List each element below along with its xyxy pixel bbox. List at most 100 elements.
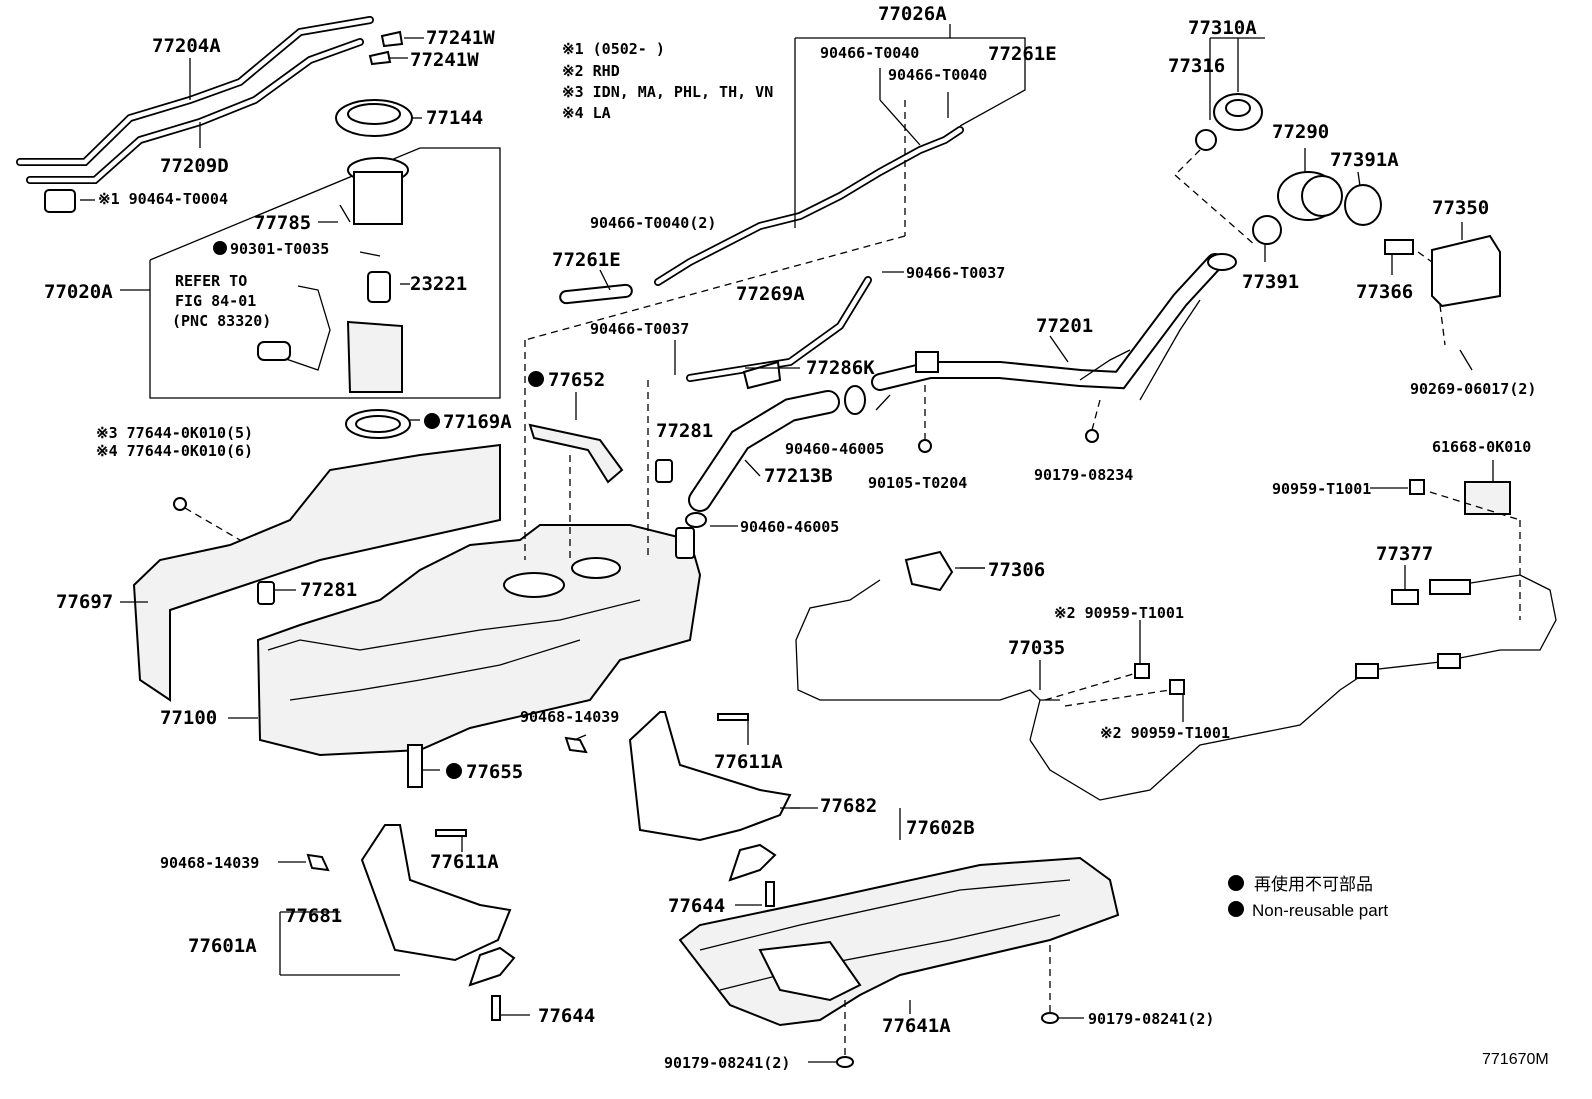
refer-line1: REFER TO bbox=[175, 272, 247, 290]
gasket-77169A bbox=[345, 409, 411, 439]
label-77306: 77306 bbox=[988, 559, 1045, 581]
label-77682: 77682 bbox=[820, 795, 877, 817]
strap-77602B bbox=[628, 711, 901, 882]
label-77286K: 77286K bbox=[806, 357, 875, 379]
legend-en: Non-reusable part bbox=[1252, 901, 1388, 920]
fuel-door-77350 bbox=[1431, 222, 1501, 308]
ring-77391A bbox=[1344, 184, 1382, 226]
label-77391: 77391 bbox=[1242, 271, 1299, 293]
label-77290: 77290 bbox=[1272, 121, 1329, 143]
insulator-77652 bbox=[528, 423, 624, 484]
label-77655: 77655 bbox=[466, 761, 523, 783]
label-90179-b: 90179-08241(2) bbox=[1088, 1010, 1214, 1028]
non-reusable-mark bbox=[528, 371, 544, 387]
label-90959-b: ※2 90959-T1001 bbox=[1054, 604, 1184, 622]
strap-77601A bbox=[360, 824, 516, 987]
note-3: ※3 IDN, MA, PHL, TH, VN bbox=[562, 83, 773, 101]
label-77269A: 77269A bbox=[736, 283, 805, 305]
label-77310A: 77310A bbox=[1188, 17, 1257, 39]
label-61668 bbox=[1464, 481, 1511, 515]
bolt-77611A-b bbox=[435, 829, 467, 837]
label-77213B: 77213B bbox=[764, 465, 833, 487]
clip-90959-a bbox=[1409, 479, 1425, 495]
label-77204A: 77204A bbox=[152, 35, 221, 57]
label-90468-a: 90468-14039 bbox=[520, 708, 619, 726]
label-77241W-1: 77241W bbox=[426, 27, 495, 49]
pump-assembly-box bbox=[120, 147, 501, 399]
label-77026A: 77026A bbox=[878, 3, 947, 25]
label-23221: 23221 bbox=[410, 273, 467, 295]
gasket-77316 bbox=[1195, 129, 1217, 151]
label-90959-a: 90959-T1001 bbox=[1272, 480, 1371, 498]
label-77611A-a: 77611A bbox=[714, 751, 783, 773]
label-90179-a: 90179-08234 bbox=[1034, 466, 1133, 484]
label-77035: 77035 bbox=[1008, 637, 1065, 659]
label-77601A: 77601A bbox=[188, 935, 257, 957]
ring-77391 bbox=[1252, 215, 1282, 245]
non-reusable-mark bbox=[213, 241, 227, 255]
label-77261E-b: 77261E bbox=[552, 249, 621, 271]
label-77644-b: ※4 77644-0K010(6) bbox=[96, 442, 253, 460]
fuel-tank-77100 bbox=[256, 524, 702, 760]
label-77681: 77681 bbox=[285, 905, 342, 927]
label-77611A-b: 77611A bbox=[430, 851, 499, 873]
label-90466-e: 90466-T0037 bbox=[906, 264, 1005, 282]
non-reusable-mark bbox=[446, 763, 462, 779]
note-2: ※2 RHD bbox=[562, 62, 620, 80]
hose-77261E bbox=[559, 283, 633, 305]
label-77644-d: 77644 bbox=[538, 1005, 595, 1027]
non-reusable-mark bbox=[424, 413, 440, 429]
label-90466-b: 90466-T0040 bbox=[888, 66, 987, 84]
label-90460-a: 90460-46005 bbox=[785, 440, 884, 458]
label-77391A: 77391A bbox=[1330, 149, 1399, 171]
label-90464: ※1 90464-T0004 bbox=[98, 190, 228, 208]
bolt-77611A-a bbox=[717, 713, 749, 721]
label-77241W-2: 77241W bbox=[410, 49, 479, 71]
clamp-90464 bbox=[44, 189, 76, 213]
label-77169A: 77169A bbox=[443, 411, 512, 433]
clamp-90460 bbox=[844, 385, 866, 415]
filler-neck-77290 bbox=[1277, 148, 1343, 221]
label-77366: 77366 bbox=[1356, 281, 1413, 303]
label-77201: 77201 bbox=[1036, 315, 1093, 337]
label-90466-d: 90466-T0037 bbox=[590, 320, 689, 338]
label-77652: 77652 bbox=[548, 369, 605, 391]
label-77316: 77316 bbox=[1168, 55, 1225, 77]
hinge-77366 bbox=[1384, 239, 1414, 255]
label-77020A: 77020A bbox=[44, 281, 113, 303]
label-77209D: 77209D bbox=[160, 155, 229, 177]
leader-lines bbox=[80, 37, 1408, 1063]
note-1: ※1 (0502- ) bbox=[562, 40, 665, 58]
pad-77655 bbox=[407, 744, 423, 788]
label-90179-c: 90179-08241(2) bbox=[664, 1054, 790, 1072]
label-77144: 77144 bbox=[426, 107, 483, 129]
label-61668: 61668-0K010 bbox=[1432, 438, 1531, 456]
label-77350: 77350 bbox=[1432, 197, 1489, 219]
fuel-cap-77310A bbox=[1209, 37, 1265, 131]
refer-line2: FIG 84-01 bbox=[175, 292, 256, 310]
filler-pipe-77201 bbox=[871, 253, 1237, 401]
protector-77697 bbox=[132, 443, 501, 702]
label-77641A: 77641A bbox=[882, 1015, 951, 1037]
label-90466-a: 90466-T0040 bbox=[820, 44, 919, 62]
label-90105: 90105-T0204 bbox=[868, 474, 967, 492]
label-90959-c: ※2 90959-T1001 bbox=[1100, 724, 1230, 742]
label-77377: 77377 bbox=[1376, 543, 1433, 565]
legend-jp: 再使用不可部品 bbox=[1254, 874, 1373, 894]
label-77644-a: ※3 77644-0K010(5) bbox=[96, 424, 253, 442]
diagram-code: 771670M bbox=[1482, 1051, 1549, 1068]
label-77261E-a: 77261E bbox=[988, 43, 1057, 65]
sensor-77377 bbox=[1029, 574, 1557, 801]
clip-77241W bbox=[368, 30, 404, 66]
refer-line3: (PNC 83320) bbox=[172, 312, 271, 330]
label-77100: 77100 bbox=[160, 707, 217, 729]
vent-tube-77026A bbox=[524, 24, 1026, 560]
label-90460-b: 90460-46005 bbox=[740, 518, 839, 536]
label-90466-c: 90466-T0040(2) bbox=[590, 214, 716, 232]
label-77697: 77697 bbox=[56, 591, 113, 613]
lock-ring-77144 bbox=[335, 99, 413, 137]
legend-dot bbox=[1228, 901, 1244, 917]
label-77281-b: 77281 bbox=[656, 420, 713, 442]
